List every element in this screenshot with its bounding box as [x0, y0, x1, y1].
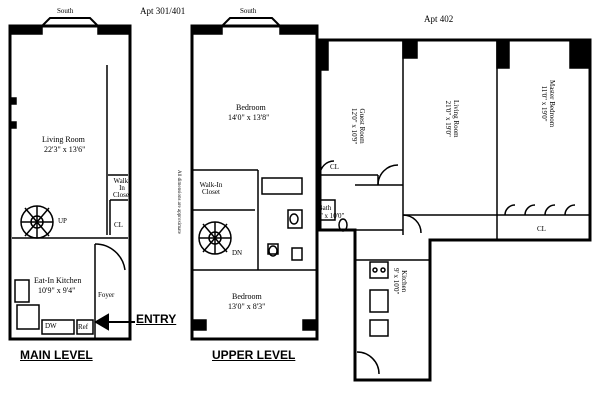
apt-402-walls — [316, 38, 592, 382]
main-level-walls — [8, 24, 132, 341]
main-level-caption: MAIN LEVEL — [20, 348, 93, 362]
apt402-bath-dim: 7' x 10'0" — [318, 212, 345, 220]
main-kitchen-dim: 10'9" x 9'4" — [38, 286, 76, 295]
apt402-kitchen-dim: 9' x 10'0" — [392, 268, 401, 295]
apt402-cl2-label: CL — [537, 225, 546, 233]
apt-402-window-piers — [319, 39, 591, 71]
apt402-living-room-name: Living Room — [452, 100, 460, 138]
guest-room-dim: 12'0" x 10'9" — [350, 108, 359, 145]
main-living-room-label: Living Room — [42, 135, 85, 144]
master-bedroom-name: Master Bedroom — [548, 80, 556, 128]
apt402-cl1-label: CL — [330, 163, 339, 171]
entry-arrow-icon — [94, 313, 135, 331]
main-foyer-label: Foyer — [98, 291, 115, 299]
master-bedroom-dim: 11'0" x 19'0" — [540, 85, 549, 122]
main-up-label: UP — [58, 217, 67, 225]
upper-dn-label: DN — [232, 249, 243, 257]
main-living-room-dim: 22'3" x 13'6" — [44, 145, 86, 154]
main-bay-window — [9, 17, 131, 129]
apt-402-label: Apt 402 — [424, 14, 454, 24]
upper-level-caption: UPPER LEVEL — [212, 348, 296, 362]
upper-bedroom1-dim: 14'0" x 13'8" — [228, 113, 270, 122]
upper-south-label: South — [240, 7, 257, 15]
master-bedroom-label: Master Bedroom 11'0" x 19'0" — [540, 80, 556, 128]
apt402-bath-label: Bath — [318, 204, 332, 212]
main-ref-label: Ref — [78, 323, 89, 331]
main-cl-label: CL — [114, 221, 123, 229]
guest-room-label: Guest Room 12'0" x 10'9" — [350, 108, 366, 145]
main-south-label: South — [57, 7, 74, 15]
dimensions-note: All dimensions are approximate — [176, 170, 181, 235]
upper-bedroom1-label: Bedroom — [236, 103, 266, 112]
upper-level-walls — [190, 24, 319, 341]
upper-walk-in-closet-label: Walk-In Closet — [199, 181, 223, 196]
main-dw-label: DW — [45, 322, 57, 330]
upper-bay-window — [191, 17, 318, 331]
apt402-kitchen-label: Kitchen 9' x 10'0" — [392, 268, 408, 295]
main-walk-in-closet-label: Walk-In Closet — [113, 177, 131, 199]
upper-bedroom2-label: Bedroom — [232, 292, 262, 301]
entry-label: ENTRY — [136, 312, 177, 326]
apt402-living-room-label: Living Room 21'0" x 19'0" — [444, 100, 460, 138]
apt402-living-room-dim: 21'0" x 19'0" — [444, 100, 453, 137]
apt-301-401-label: Apt 301/401 — [140, 6, 186, 16]
guest-room-name: Guest Room — [358, 108, 366, 144]
main-kitchen-label: Eat-In Kitchen — [34, 276, 82, 285]
upper-bedroom2-dim: 13'0" x 8'3" — [228, 302, 266, 311]
apt402-kitchen-name: Kitchen — [400, 270, 408, 293]
